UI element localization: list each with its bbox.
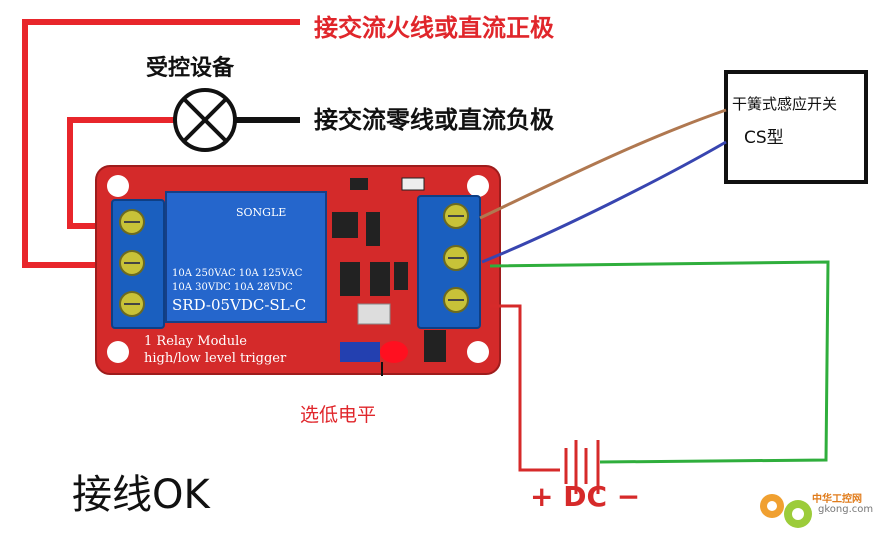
module-name: 1 Relay Module	[144, 334, 247, 349]
dc-supply-label: + DC −	[530, 480, 641, 513]
smd-resistor-1	[340, 262, 360, 296]
reed-switch-box	[724, 70, 868, 184]
low-level-mark	[340, 342, 380, 362]
input-terminal-block	[417, 195, 481, 329]
relay-brand: SONGLE	[236, 206, 286, 219]
transistor	[332, 212, 358, 238]
reed-switch-label: 干簧式感应开关	[732, 95, 838, 113]
lamp-symbol	[173, 88, 237, 152]
green-wire	[489, 260, 830, 464]
gear-icon	[760, 494, 812, 528]
led-status	[401, 177, 425, 191]
output-terminal-block	[111, 199, 165, 329]
led-power	[350, 178, 368, 190]
relay-model: SRD-05VDC-SL-C	[172, 296, 306, 314]
relay-module: SONGLE 10A 250VAC 10A 125VAC 10A 30VDC 1…	[95, 165, 501, 376]
low-level-label: 选低电平	[300, 404, 377, 426]
smd-resistor-2	[370, 262, 390, 296]
smd-resistor-3	[394, 262, 408, 290]
dc-positive-wire	[490, 304, 560, 472]
brown-wire	[479, 108, 727, 220]
watermark-url: gkong.com	[818, 504, 874, 515]
reed-model-label: CS型	[744, 128, 784, 148]
jumper	[424, 330, 446, 362]
high-level-mark	[380, 341, 408, 363]
ac-neutral-label: 接交流零线或直流负极	[314, 106, 554, 134]
wiring-ok-label: 接线OK	[72, 472, 210, 518]
device-wire	[67, 117, 175, 229]
ac-live-label: 接交流火线或直流正极	[314, 14, 554, 42]
watermark-name: 中华工控网	[812, 494, 862, 505]
blue-wire	[481, 140, 727, 264]
relay-rating-2: 10A 30VDC 10A 28VDC	[172, 282, 293, 293]
trigger-text: high/low level trigger	[144, 351, 287, 366]
relay-component: SONGLE 10A 250VAC 10A 125VAC 10A 30VDC 1…	[165, 191, 327, 323]
relay-rating-1: 10A 250VAC 10A 125VAC	[172, 268, 303, 279]
live-wire	[22, 19, 300, 268]
battery-symbol	[564, 440, 600, 494]
controlled-device-label: 受控设备	[146, 56, 235, 81]
crystal	[357, 303, 391, 325]
diode	[366, 212, 380, 246]
